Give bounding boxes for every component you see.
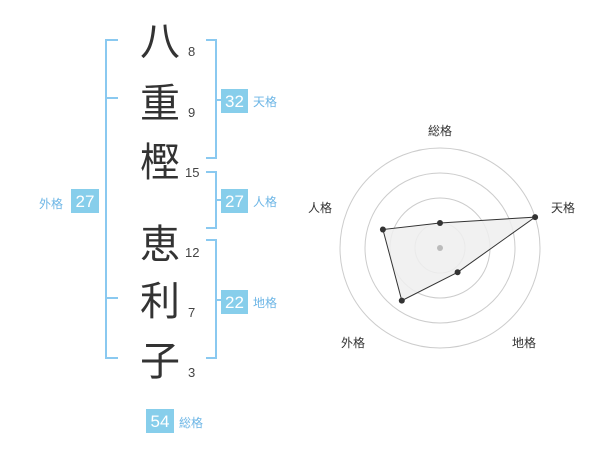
gaikaku-bracket: [105, 39, 118, 359]
soukaku-badge: 54: [146, 409, 174, 433]
radar-center-dot: [437, 245, 443, 251]
stroke-count-4: 12: [185, 245, 199, 260]
radar-label-tenkaku: 天格: [551, 200, 575, 215]
jinkaku-badge: 27: [221, 189, 248, 213]
name-char-1: 八: [140, 19, 180, 65]
jinkaku-value: 27: [225, 192, 244, 211]
radar-ring: [339, 147, 541, 349]
tenkaku-bracket: [206, 39, 222, 159]
name-char-6: 子: [140, 339, 180, 385]
radar-label-gaikaku: 外格: [341, 335, 365, 350]
radar-chart: 総格 天格 地格 外格 人格: [308, 123, 575, 350]
stroke-count-1: 8: [188, 44, 195, 59]
radar-point-3: [398, 297, 405, 304]
name-char-3: 樫: [140, 140, 180, 186]
radar-point-0: [437, 220, 443, 226]
radar-point-1: [532, 214, 539, 221]
tenkaku-value: 32: [225, 92, 244, 111]
radar-ring: [364, 172, 516, 324]
chikaku-label: 地格: [253, 295, 277, 310]
tenkaku-label: 天格: [253, 94, 277, 109]
gaikaku-value: 27: [76, 192, 95, 211]
radar-label-jinkaku: 人格: [308, 200, 332, 215]
chikaku-value: 22: [225, 293, 244, 312]
soukaku-label: 総格: [179, 415, 203, 430]
chikaku-badge: 22: [221, 290, 248, 314]
gaikaku-label: 外格: [39, 196, 63, 211]
jinkaku-bracket: [206, 171, 222, 229]
radar-point-2: [454, 269, 461, 276]
tenkaku-badge: 32: [221, 89, 248, 113]
gaikaku-badge: 27: [71, 189, 99, 213]
stroke-count-3: 15: [185, 165, 199, 180]
radar-label-chikaku: 地格: [512, 335, 536, 350]
radar-point-4: [379, 226, 386, 233]
jinkaku-label: 人格: [253, 194, 277, 209]
name-char-5: 利: [140, 279, 180, 325]
stroke-count-5: 7: [188, 305, 195, 320]
stroke-count-2: 9: [188, 105, 195, 120]
name-char-4: 恵: [140, 222, 180, 268]
stroke-count-6: 3: [188, 365, 195, 380]
radar-polygon: [382, 216, 537, 302]
soukaku-value: 54: [151, 412, 170, 431]
radar-points: [379, 214, 539, 304]
name-char-2: 重: [140, 81, 180, 127]
chikaku-bracket: [206, 239, 222, 359]
radar-label-soukaku: 総格: [428, 123, 452, 138]
